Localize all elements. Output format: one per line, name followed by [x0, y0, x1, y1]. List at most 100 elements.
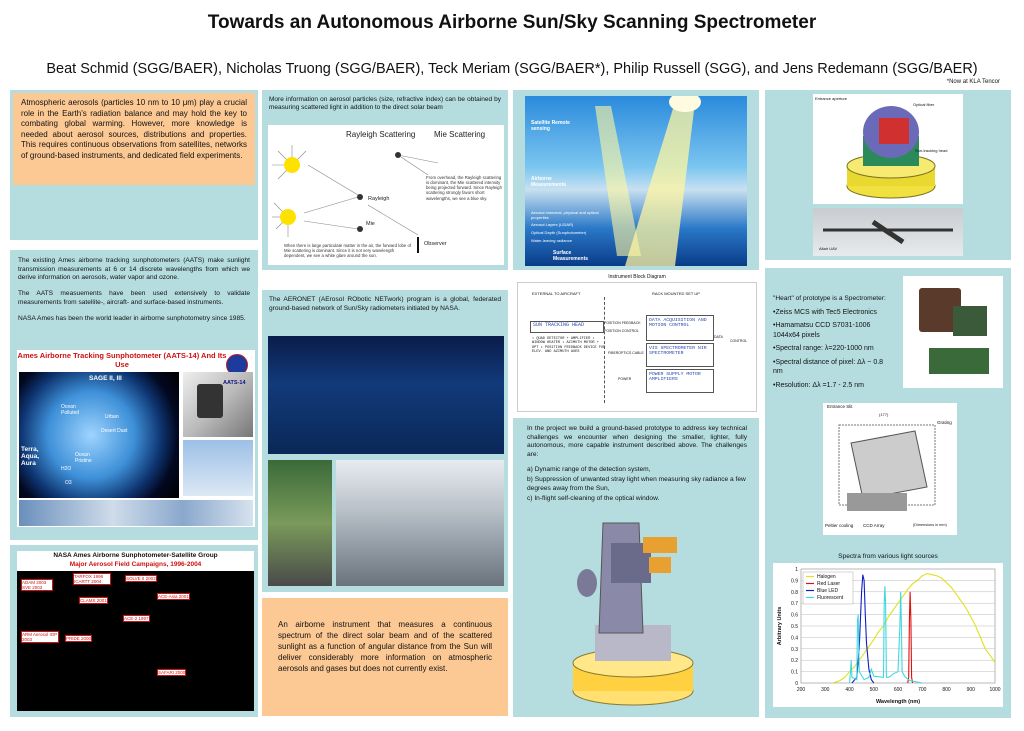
prototype-panel: "Heart" of prototype is a Spectrometer: … [765, 268, 1011, 718]
power-supply-label: POWER SUPPLY MOTOR AMPLIFIERS [649, 372, 701, 382]
optical-fiber-label: Optical fiber [913, 102, 935, 107]
scattering-diagram: Rayleigh Scattering Mie Scattering Rayle… [268, 125, 504, 265]
mie-small-label: Mie [366, 221, 375, 227]
x-tick-label: 1000 [989, 687, 1000, 693]
urban-label: Urban [105, 414, 119, 420]
measurement-item: Aerosol Layers (LIDAR) [531, 222, 574, 227]
ocean-pristine-label: Ocean Pristine [75, 452, 92, 464]
y-tick-label: 0.9 [791, 578, 798, 584]
campaign-label: ACE-Asia 2001 [157, 593, 190, 600]
aats14-instrument-photo: AATS-14 [183, 372, 253, 437]
y-tick-label: 0.4 [791, 635, 798, 641]
sun-tracking-head-box: SUN TRACKING HEAD [530, 321, 604, 333]
aeronet-text: The AERONET (AErosol RObotic NETwork) pr… [269, 296, 501, 312]
entrance-aperture-label: Entrance aperture [815, 96, 848, 101]
aeronet-world-map [268, 336, 504, 454]
x-axis-label: Wavelength (nm) [876, 699, 920, 705]
daq-label: DATA ACQUISITION AND MOTION CONTROL [649, 318, 707, 328]
spec-item: •Zeiss MCS with Tec5 Electronics [773, 309, 877, 316]
sun-tracking-head-label: SUN TRACKING HEAD [533, 322, 585, 328]
mie-heading: Mie Scattering [434, 130, 485, 139]
terra-label: Terra, Aqua, Aura [21, 446, 40, 468]
legend-box [802, 571, 854, 605]
legend-label: Fluorescent [817, 595, 844, 601]
challenge-item: b) Suppression of unwanted stray light w… [527, 476, 746, 492]
challenge-item: a) Dynamic range of the detection system… [527, 466, 651, 473]
position-feedback-label: POSITION FEEDBACK [604, 321, 641, 325]
campaign-label: ARM Aerosol IOP 2003 [21, 631, 59, 643]
measurement-item: Aerosol chemical, physical and optical p… [531, 210, 599, 220]
campaign-map: NASA Ames Airborne Sunphotometer-Satelli… [17, 551, 254, 711]
x-tick-label: 600 [894, 687, 903, 693]
daq-box: DATA ACQUISITION AND MOTION CONTROL [646, 315, 714, 341]
campaign-label: CLAMS 2001 [79, 597, 108, 604]
grating-label: Grating [937, 420, 952, 425]
scattering-text: More information on aerosol particles (s… [269, 96, 501, 112]
rayleigh-heading: Rayleigh Scattering [346, 130, 415, 139]
aats-figure: Ames Airborne Tracking Sunphotometer (AA… [17, 350, 255, 527]
campaign-label: PRIDE 2000 [65, 635, 93, 642]
position-control-label: POSITION CONTROL [604, 329, 639, 333]
earth-image: SAGE II, III Terra, Aqua, Aura Ocean Pol… [19, 372, 179, 498]
aats-text-2: The AATS measuements have been used exte… [18, 290, 250, 306]
y-tick-label: 1 [795, 567, 798, 573]
spectrometer-label: VIS SPECTROMETER NIR SPECTROMETER [649, 346, 707, 356]
uav-label: Altair UAV [819, 246, 838, 251]
campaign-label: SOLVE II 2003 [125, 575, 157, 582]
tracking-head-render: Entrance aperture Optical fiber Sun-trac… [813, 94, 963, 204]
aircraft-photo [183, 440, 253, 496]
divider-line [604, 297, 605, 403]
aats-text-1: The existing Ames airborne tracking sunp… [18, 257, 250, 282]
series-line-halogen [832, 573, 996, 684]
challenge-item: c) In-flight self-cleaning of the optica… [527, 495, 660, 502]
schematic-svg [838, 424, 936, 511]
affiliation-note: *Now at KLA Tencor [946, 79, 1000, 85]
aats-figure-title: Ames Airborne Tracking Sunphotometer (AA… [17, 351, 227, 369]
ccd-label: CCD Array [863, 523, 885, 528]
spec-item: •Hamamatsu CCD S7031-1006 1044x64 pixels [773, 322, 871, 339]
mie-note: From overhead, the Rayleigh scattering i… [426, 175, 502, 201]
sun-tracking-head-label: Sun-tracking head [915, 148, 948, 153]
haze-note: When there is large particulate matter i… [284, 243, 412, 259]
uav-svg [823, 219, 953, 245]
uav-photo: Altair UAV [813, 208, 963, 256]
spectrometer-schematic: Entrance Slit Grating (177) Peltier cool… [823, 403, 957, 535]
campaign-label: SAFARI 2000 [157, 669, 187, 676]
light-beams [595, 96, 701, 266]
spectrometer-photo [903, 276, 1003, 388]
prototype-render [572, 522, 694, 706]
aeronet-panel: The AERONET (AErosol RObotic NETwork) pr… [262, 290, 508, 592]
y-tick-label: 0.6 [791, 613, 798, 619]
poster-title: Towards an Autonomous Airborne Sun/Sky S… [207, 12, 817, 33]
summary-text: An airborne instrument that measures a c… [278, 620, 492, 673]
y-tick-label: 0.3 [791, 647, 798, 653]
rayleigh-small-label: Rayleigh [368, 196, 389, 202]
surface-label: Surface Measurements [553, 250, 589, 262]
campaign-label: ACE-2 1997 [123, 615, 150, 622]
fiber-label: FIBEROPTICS CABLE [608, 351, 644, 355]
legend-label: Blue LED [817, 588, 839, 594]
entrance-slit-label: Entrance Slit [827, 404, 853, 409]
scattering-panel: More information on aerosol particles (s… [262, 90, 508, 270]
spec-item: •Spectral distance of pixel: Δλ ~ 0.8 nm [773, 358, 884, 376]
aircraft-strip-photo [19, 500, 253, 526]
aats-text-3: NASA Ames has been the world leader in a… [18, 315, 246, 322]
campaign-label: ADAM 2003 SVE 2003 [21, 579, 53, 591]
campaign-label: TARFOX 1996 ICARTT 2004 [73, 573, 111, 585]
y-tick-label: 0.8 [791, 590, 798, 596]
spectra-chart-title: Spectra from various light sources [838, 553, 938, 560]
dims-note: (Dimensions in mm) [913, 523, 947, 527]
spec-item: •Resolution: Δλ =1.7 - 2.5 nm [773, 381, 864, 389]
y-tick-label: 0.7 [791, 601, 798, 607]
x-tick-label: 800 [942, 687, 951, 693]
scattering-svg: Rayleigh Scattering Mie Scattering Rayle… [272, 130, 485, 253]
airborne-label: Airborne Measurements [531, 176, 567, 188]
aats14-label: AATS-14 [223, 380, 246, 386]
prototype-heading: "Heart" of prototype is a Spectrometer: [773, 295, 886, 302]
h2o-label: H2O [61, 466, 72, 472]
x-tick-label: 700 [918, 687, 927, 693]
uav-panel: Entrance aperture Optical fiber Sun-trac… [765, 90, 1011, 260]
campaign-subtitle: Major Aerosol Field Campaigns, 1996-2004 [69, 561, 202, 568]
spectrometer-box: VIS SPECTROMETER NIR SPECTROMETER [646, 343, 714, 367]
